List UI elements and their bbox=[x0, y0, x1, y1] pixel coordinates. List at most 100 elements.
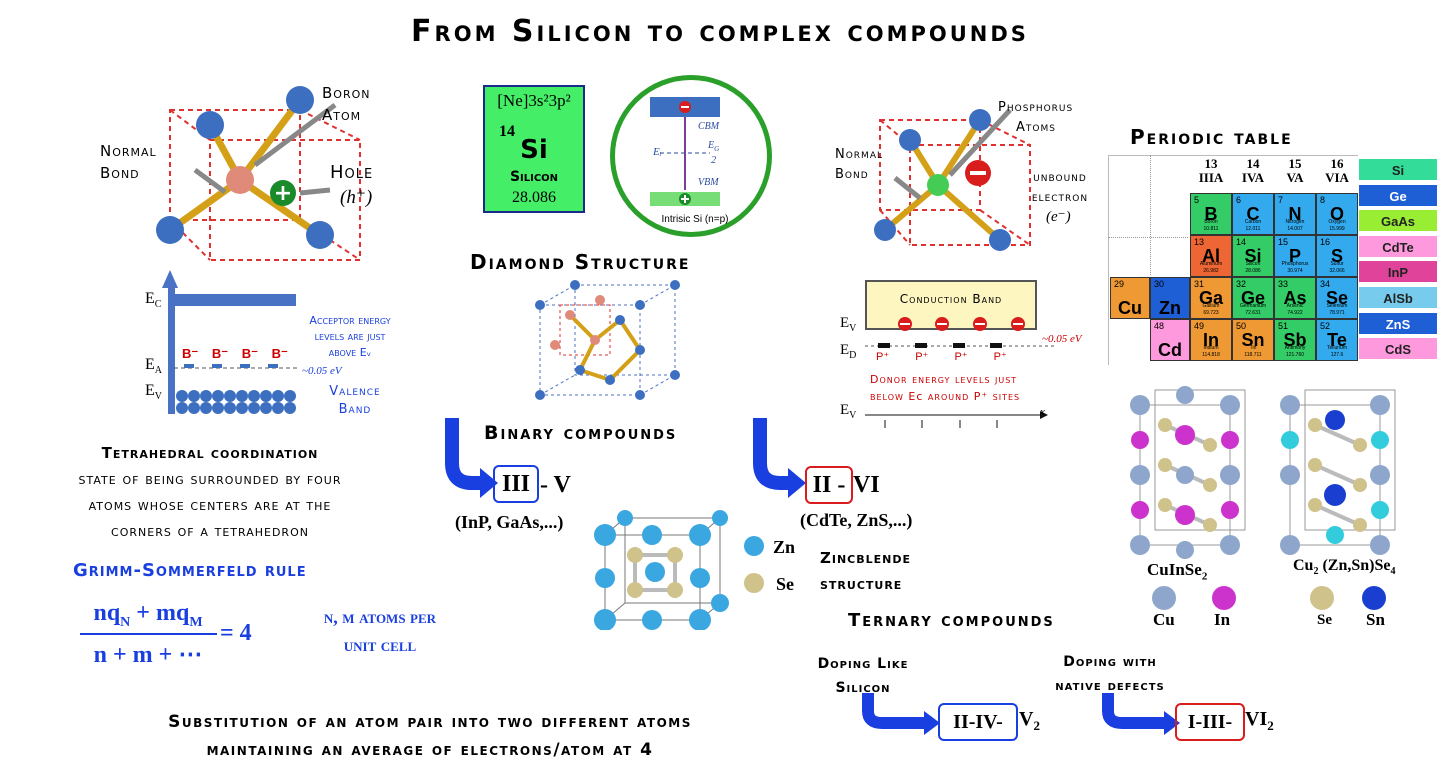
silicon-config: [Ne]3s²3p² bbox=[497, 91, 571, 110]
arrow-to-ii-vi bbox=[753, 418, 806, 498]
silicon-number: 14 bbox=[499, 123, 515, 140]
binary-heading: Binary compounds bbox=[484, 422, 678, 444]
electron-symbol: (e⁻) bbox=[1046, 209, 1071, 225]
hole-symbol: (h⁺) bbox=[340, 187, 373, 208]
conduction-band-label: Conduction Band bbox=[899, 292, 1003, 306]
compound-item: ZnS bbox=[1358, 311, 1438, 335]
page-title: From Silicon to complex compounds bbox=[411, 14, 1029, 49]
hole-label: Hole bbox=[330, 162, 374, 183]
compound-item: CdTe bbox=[1358, 234, 1438, 258]
silicon-name: Silicon bbox=[509, 169, 559, 185]
cbm-label: CBM bbox=[698, 121, 720, 132]
ternary-heading: Ternary compounds bbox=[848, 610, 1055, 631]
silicon-element-tile: [Ne]3s²3p² 14 Si Silicon 28.086 bbox=[483, 85, 585, 213]
substitution-text: Substitution of an atom pair into two di… bbox=[168, 712, 692, 760]
periodic-grid bbox=[1108, 155, 1358, 365]
p-plus-labels: P⁺ P⁺ P⁺ P⁺ bbox=[876, 351, 1007, 363]
iii-v-tail: - V bbox=[540, 472, 571, 498]
acceptor-band-diagram bbox=[162, 270, 300, 414]
se-label: Se bbox=[776, 574, 794, 594]
zn-se-legend-dots bbox=[744, 536, 764, 593]
vbm-label: VBM bbox=[698, 177, 719, 188]
grimm-fraction-bar bbox=[80, 633, 217, 635]
grimm-equals: = 4 bbox=[220, 620, 252, 646]
acceptor-gap: ~0.05 eV bbox=[302, 365, 342, 377]
phosphorus-lattice-figure bbox=[874, 108, 1031, 251]
compound-item: Si bbox=[1358, 158, 1438, 181]
ii-iv-v-box: II-IV- bbox=[938, 703, 1018, 741]
ii-iv-v-tail: V2 bbox=[1019, 708, 1040, 733]
ed-label: ED bbox=[840, 342, 857, 361]
silicon-weight: 28.086 bbox=[512, 189, 556, 206]
diamond-structure-figure bbox=[535, 280, 680, 400]
i-iii-vi-tail: VI2 bbox=[1245, 708, 1274, 733]
boron-lattice-figure: + bbox=[156, 86, 361, 261]
arrow-to-iii-v bbox=[445, 418, 498, 498]
ea-label: EA bbox=[145, 356, 163, 377]
x-axis-label: x bbox=[1040, 406, 1045, 418]
grimm-denominator: n + m + ⋯ bbox=[93, 642, 203, 668]
periodic-heading: Periodic table bbox=[1130, 125, 1293, 149]
intrinsic-caption: Intrisic Si (n=p) bbox=[661, 214, 729, 225]
czts-label: Cu2 (Zn,Sn)Se4 bbox=[1293, 557, 1396, 578]
ev-label: EV bbox=[145, 382, 163, 403]
ternary-atom-legend bbox=[1152, 586, 1386, 610]
ec-label: EC bbox=[145, 290, 162, 311]
arrow-to-ii-iv-v bbox=[862, 693, 940, 735]
cuinse2-structure bbox=[1130, 386, 1246, 559]
grimm-heading: Grimm-Sommerfeld rule bbox=[73, 560, 307, 581]
czts-structure bbox=[1280, 389, 1396, 555]
compound-item: AlSb bbox=[1358, 286, 1438, 309]
zincblende-figure bbox=[594, 510, 729, 630]
se-legend-label: Se bbox=[1317, 612, 1332, 628]
donor-gap: ~0.05 eV bbox=[1042, 333, 1082, 345]
diamond-heading: Diamond Structure bbox=[470, 250, 691, 274]
ev2-label: EV bbox=[840, 402, 857, 421]
compound-item: GaAs bbox=[1358, 209, 1438, 233]
in-legend-label: In bbox=[1214, 610, 1231, 629]
compound-item: InP bbox=[1358, 260, 1438, 284]
i-iii-vi-box: I-III- bbox=[1175, 703, 1245, 741]
ii-vi-box: II - bbox=[805, 466, 853, 504]
cuinse2-label: CuInSe2 bbox=[1147, 560, 1208, 583]
intrinsic-band-diagram bbox=[650, 97, 720, 206]
compound-item: CdS bbox=[1358, 337, 1438, 361]
sn-legend-label: Sn bbox=[1366, 610, 1385, 629]
arrow-to-i-iii-vi bbox=[1102, 693, 1180, 735]
tetrahedral-text: Tetrahedral coordination state of being … bbox=[78, 444, 342, 540]
cu-legend-label: Cu bbox=[1153, 610, 1175, 629]
